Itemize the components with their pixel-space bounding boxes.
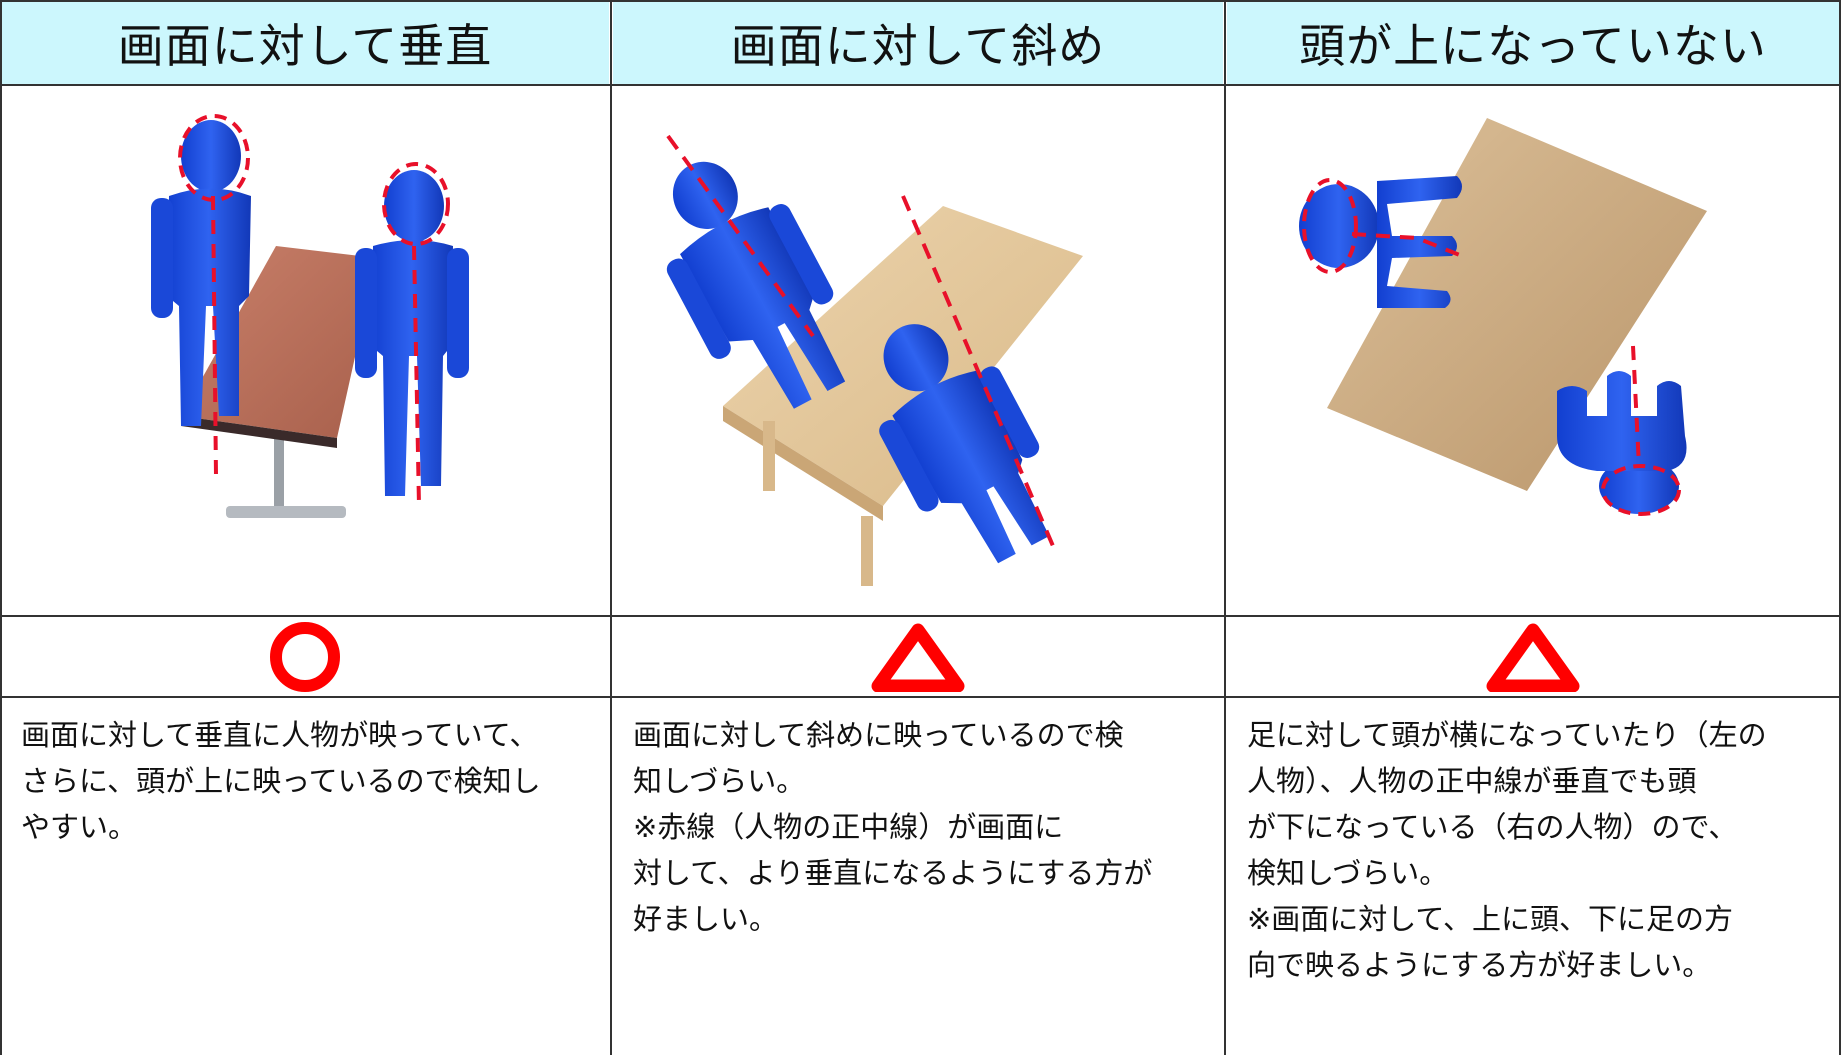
right-person-figure (1557, 371, 1687, 514)
table-leg (861, 516, 873, 586)
left-person-figure (1299, 176, 1462, 308)
grid-right-border (1839, 0, 1841, 1055)
grid-illustration-divider (0, 615, 1841, 617)
upright-people-illustration (151, 114, 469, 518)
triangle-mark-icon (1486, 623, 1580, 692)
left-person-figure (666, 161, 846, 409)
head-not-up-illustration (1299, 118, 1707, 516)
table-edge (181, 416, 337, 448)
header-head-not-up-text: 頭が上になっていない (1299, 18, 1767, 73)
diagonal-people-illustration (666, 134, 1083, 586)
rating-vertical (1, 617, 609, 696)
right-person-figure (355, 170, 469, 496)
grid-column-divider-2 (1224, 0, 1226, 1055)
wooden-table-top (1327, 118, 1707, 491)
right-head-guide (382, 162, 450, 246)
triangle-mark-icon (871, 623, 965, 692)
description-vertical: 画面に対して垂直に人物が映っていて、 さらに、頭が上に映っているので検知し やす… (21, 718, 541, 844)
grid-header-divider (0, 84, 1841, 86)
table-leg (274, 436, 284, 516)
rating-diagonal (613, 617, 1223, 696)
table-base (226, 506, 346, 518)
illustration-head-not-up (1227, 86, 1839, 615)
left-midline-guide (666, 134, 815, 338)
right-midline-guide (1631, 345, 1641, 467)
right-person-figure (879, 324, 1050, 564)
left-head-guide (1302, 178, 1358, 274)
left-person-figure (151, 120, 251, 426)
table-leg (763, 421, 775, 491)
left-head-guide (178, 114, 250, 202)
header-diagonal: 画面に対して斜め (613, 1, 1223, 84)
header-head-not-up: 頭が上になっていない (1227, 1, 1839, 84)
rating-head-not-up (1227, 617, 1839, 696)
description-head-not-up: 足に対して頭が横になっていたり（左の 人物）、人物の正中線が垂直でも頭 が下にな… (1247, 718, 1767, 982)
header-vertical: 画面に対して垂直 (1, 1, 609, 84)
right-head-guide (1601, 464, 1681, 516)
illustration-vertical (1, 86, 609, 615)
grid-top-border (0, 0, 1841, 2)
illustration-diagonal (613, 86, 1223, 615)
description-diagonal: 画面に対して斜めに映っているので検 知しづらい。 ※赤線（人物の正中線）が画面に… (633, 718, 1153, 936)
header-diagonal-text: 画面に対して斜め (730, 18, 1106, 73)
grid-rating-divider (0, 696, 1841, 698)
header-vertical-text: 画面に対して垂直 (117, 18, 493, 73)
right-midline-guide (901, 195, 1055, 547)
grid-column-divider-1 (610, 0, 612, 1055)
circle-mark-icon (270, 621, 340, 692)
grid-left-border (0, 0, 2, 1055)
left-midline-guide (1351, 232, 1468, 260)
right-midline-guide (412, 245, 421, 507)
